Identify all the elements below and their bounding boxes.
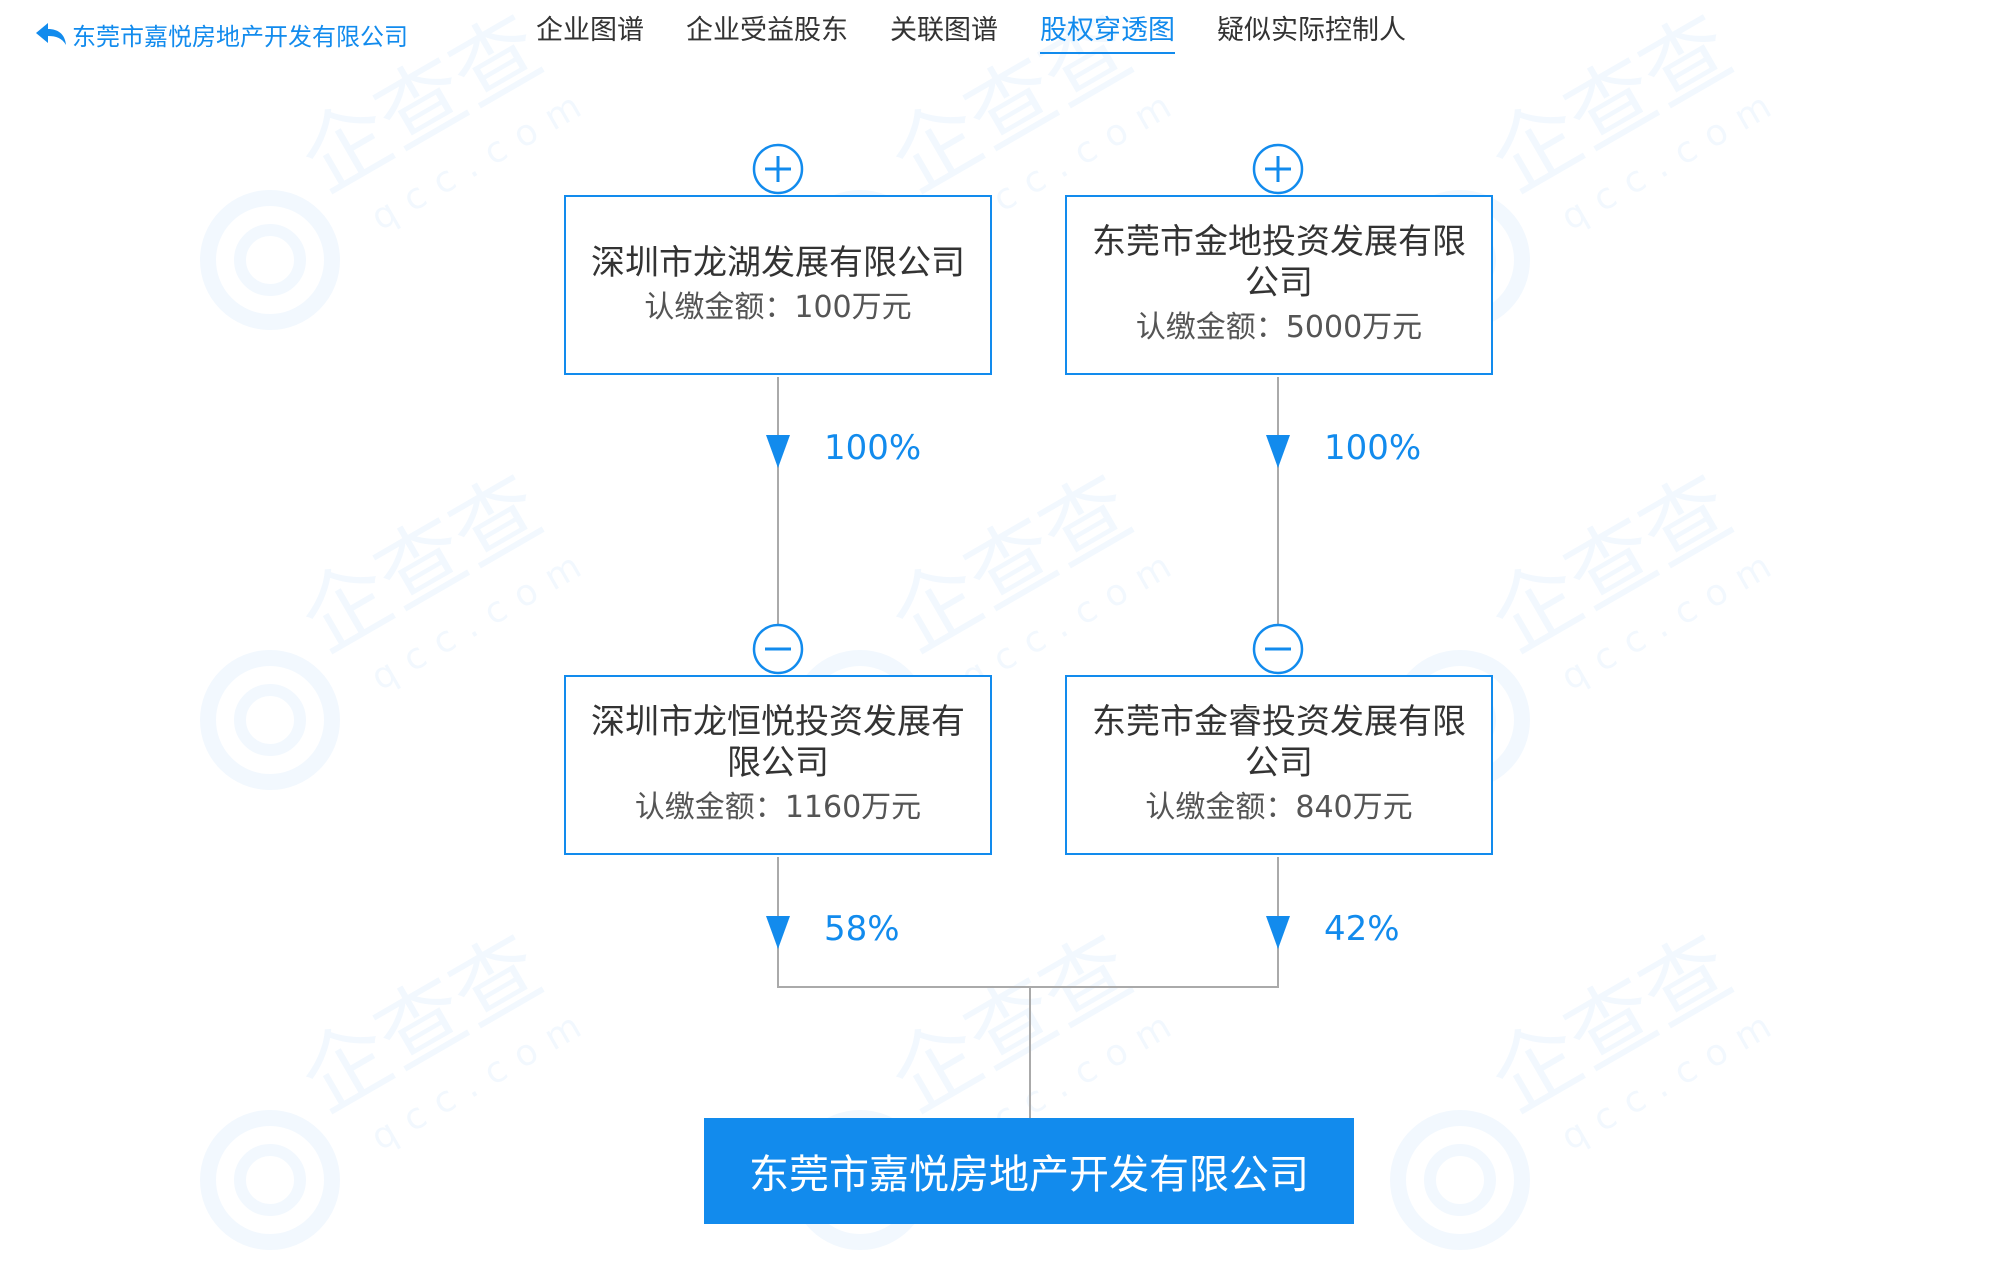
node-name: 深圳市龙湖发展有限公司	[591, 242, 965, 283]
node-amount: 认缴金额：100万元	[644, 288, 911, 328]
tab-equity-penetration[interactable]: 股权穿透图	[1040, 10, 1175, 54]
node-name: 东莞市金睿投资发展有限公司	[1092, 702, 1466, 783]
collapse-minus-icon[interactable]	[1252, 623, 1304, 675]
node-amount: 认缴金额：840万元	[1145, 788, 1412, 828]
tab-related-graph[interactable]: 关联图谱	[890, 15, 998, 46]
amount-label: 认缴金额：	[644, 289, 795, 325]
tab-actual-controller[interactable]: 疑似实际控制人	[1217, 15, 1406, 46]
arrow-down-icon	[1266, 435, 1290, 468]
expand-plus-icon[interactable]	[752, 143, 804, 195]
amount-unit: 万元	[1352, 790, 1413, 825]
arrow-down-icon	[766, 916, 790, 949]
amount-label: 认缴金额：	[634, 790, 785, 825]
shareholder-node-jinrui[interactable]: 东莞市金睿投资发展有限公司 认缴金额：840万元	[1065, 675, 1493, 855]
back-link[interactable]: 东莞市嘉悦房地产开发有限公司	[34, 14, 408, 54]
expand-plus-icon[interactable]	[1252, 143, 1304, 195]
amount-unit: 万元	[1362, 310, 1423, 345]
top-bar: 东莞市嘉悦房地产开发有限公司 企业图谱 企业受益股东 关联图谱 股权穿透图 疑似…	[0, 0, 2000, 66]
node-name: 东莞市金地投资发展有限公司	[1092, 222, 1466, 303]
amount-label: 认缴金额：	[1135, 310, 1286, 345]
ownership-percent: 42%	[1324, 909, 1400, 949]
node-amount: 认缴金额：5000万元	[1136, 308, 1422, 348]
amount-value: 1160	[784, 790, 862, 825]
node-amount: 认缴金额：1160万元	[635, 788, 921, 828]
shareholder-node-longhengyue[interactable]: 深圳市龙恒悦投资发展有限公司 认缴金额：1160万元	[564, 675, 992, 855]
tab-enterprise-graph[interactable]: 企业图谱	[536, 15, 644, 46]
back-label: 东莞市嘉悦房地产开发有限公司	[72, 22, 408, 51]
arrow-down-icon	[1266, 916, 1290, 949]
target-company-node[interactable]: 东莞市嘉悦房地产开发有限公司	[704, 1118, 1354, 1224]
ownership-percent: 100%	[1324, 428, 1422, 468]
tab-beneficial-shareholders[interactable]: 企业受益股东	[686, 15, 848, 46]
ownership-percent: 100%	[824, 428, 922, 468]
node-name: 深圳市龙恒悦投资发展有限公司	[591, 702, 965, 783]
amount-value: 5000	[1285, 310, 1363, 345]
ownership-percent: 58%	[824, 909, 900, 949]
amount-label: 认缴金额：	[1145, 790, 1296, 825]
tab-bar: 企业图谱 企业受益股东 关联图谱 股权穿透图 疑似实际控制人	[536, 10, 1448, 58]
amount-unit: 万元	[851, 289, 912, 325]
shareholder-node-jindi[interactable]: 东莞市金地投资发展有限公司 认缴金额：5000万元	[1065, 195, 1493, 375]
back-arrow-icon	[36, 23, 66, 45]
amount-value: 840	[1295, 790, 1353, 825]
arrow-down-icon	[766, 435, 790, 468]
shareholder-node-longhu[interactable]: 深圳市龙湖发展有限公司 认缴金额：100万元	[564, 195, 992, 375]
collapse-minus-icon[interactable]	[752, 623, 804, 675]
amount-unit: 万元	[861, 790, 922, 825]
amount-value: 100	[794, 289, 852, 325]
